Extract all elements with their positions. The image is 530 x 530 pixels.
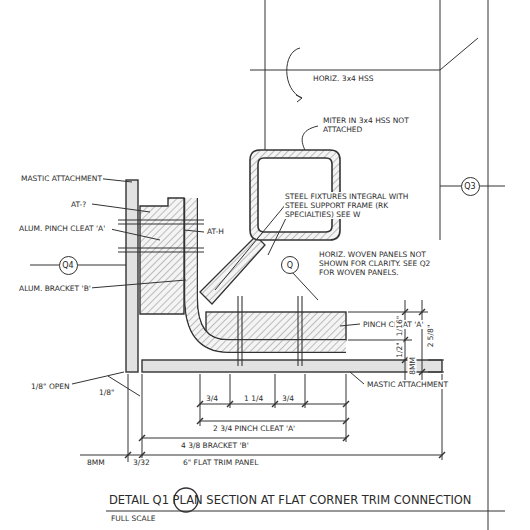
annotation-label: 3/4 (205, 394, 219, 403)
annotation-label: AT-? (70, 200, 87, 209)
annotation-label: 3/4 (281, 394, 295, 403)
annotation-label: 1/2" (395, 341, 404, 359)
annotation-label: 1/16" (395, 315, 404, 337)
annotation-label: HORIZ. 3x4 HSS (312, 74, 374, 83)
callout-number: Q (287, 261, 293, 270)
annotation-label: AT-H (206, 227, 225, 236)
callout-circle: Q3 (461, 177, 480, 196)
annotation-label: 2 5/8" (426, 324, 435, 349)
scale-caption: FULL SCALE (110, 514, 157, 523)
annotation-label: PINCH CLEAT 'A' (362, 320, 425, 329)
annotation-label: 2 3/4 PINCH CLEAT 'A' (212, 424, 296, 433)
annotation-label: MASTIC ATTACHMENT (20, 174, 103, 183)
callout-number: Q3 (464, 182, 475, 191)
annotation-label: 1/8" (98, 388, 116, 397)
annotation-label: 8MM (86, 458, 106, 467)
annotation-label: 1 1/4 (243, 394, 264, 403)
annotation-label: STEEL FIXTURES INTEGRAL WITH STEEL SUPPO… (284, 192, 414, 219)
annotation-label: HORIZ. WOVEN PANELS NOT SHOWN FOR CLARIT… (318, 250, 432, 277)
annotation-label: ALUM. BRACKET 'B' (18, 284, 92, 293)
annotation-label: MITER IN 3x4 HSS NOT ATTACHED (322, 116, 416, 134)
annotation-label: 6" FLAT TRIM PANEL (182, 458, 259, 467)
annotation-label: ALUM. PINCH CLEAT 'A' (18, 224, 112, 233)
annotation-label: 1/8" OPEN (30, 382, 71, 391)
callout-circle: Q4 (59, 256, 78, 275)
detail-title: DETAIL Q1 PLAN SECTION AT FLAT CORNER TR… (108, 493, 472, 507)
callout-number: Q4 (62, 261, 73, 270)
annotation-label: 3/32 (132, 458, 151, 467)
annotation-label: MASTIC ATTACHMENT (366, 380, 449, 389)
annotation-label: 4 3/8 BRACKET 'B' (180, 441, 250, 450)
annotation-label: 8MM (408, 356, 417, 376)
callout-circle: Q (281, 256, 299, 274)
